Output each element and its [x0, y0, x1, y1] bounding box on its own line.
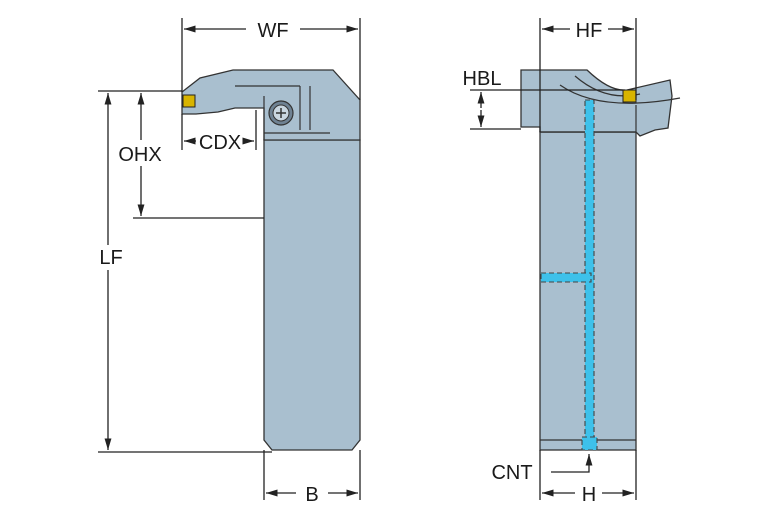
dim-label-hbl: HBL: [463, 68, 502, 90]
shank-side: [263, 139, 361, 451]
side-view: WF CDX OHX LF B: [98, 18, 361, 506]
dim-label-b: B: [305, 484, 318, 506]
cutting-insert-end-icon: [622, 89, 637, 103]
dim-label-hf: HF: [576, 20, 603, 42]
cutting-insert-icon: [182, 94, 196, 108]
dim-label-cdx: CDX: [199, 132, 241, 154]
tool-head-side: [181, 69, 361, 141]
tool-head-end: [520, 69, 673, 137]
end-view: HF HBL CNT H: [463, 18, 681, 506]
clamp-screw-icon: [268, 100, 294, 126]
dim-label-wf: WF: [257, 20, 288, 42]
dim-label-h: H: [582, 484, 596, 506]
dim-label-lf: LF: [99, 247, 122, 269]
dim-label-ohx: OHX: [118, 144, 161, 166]
coolant-channel: [540, 99, 598, 451]
dim-label-cnt: CNT: [491, 462, 532, 484]
